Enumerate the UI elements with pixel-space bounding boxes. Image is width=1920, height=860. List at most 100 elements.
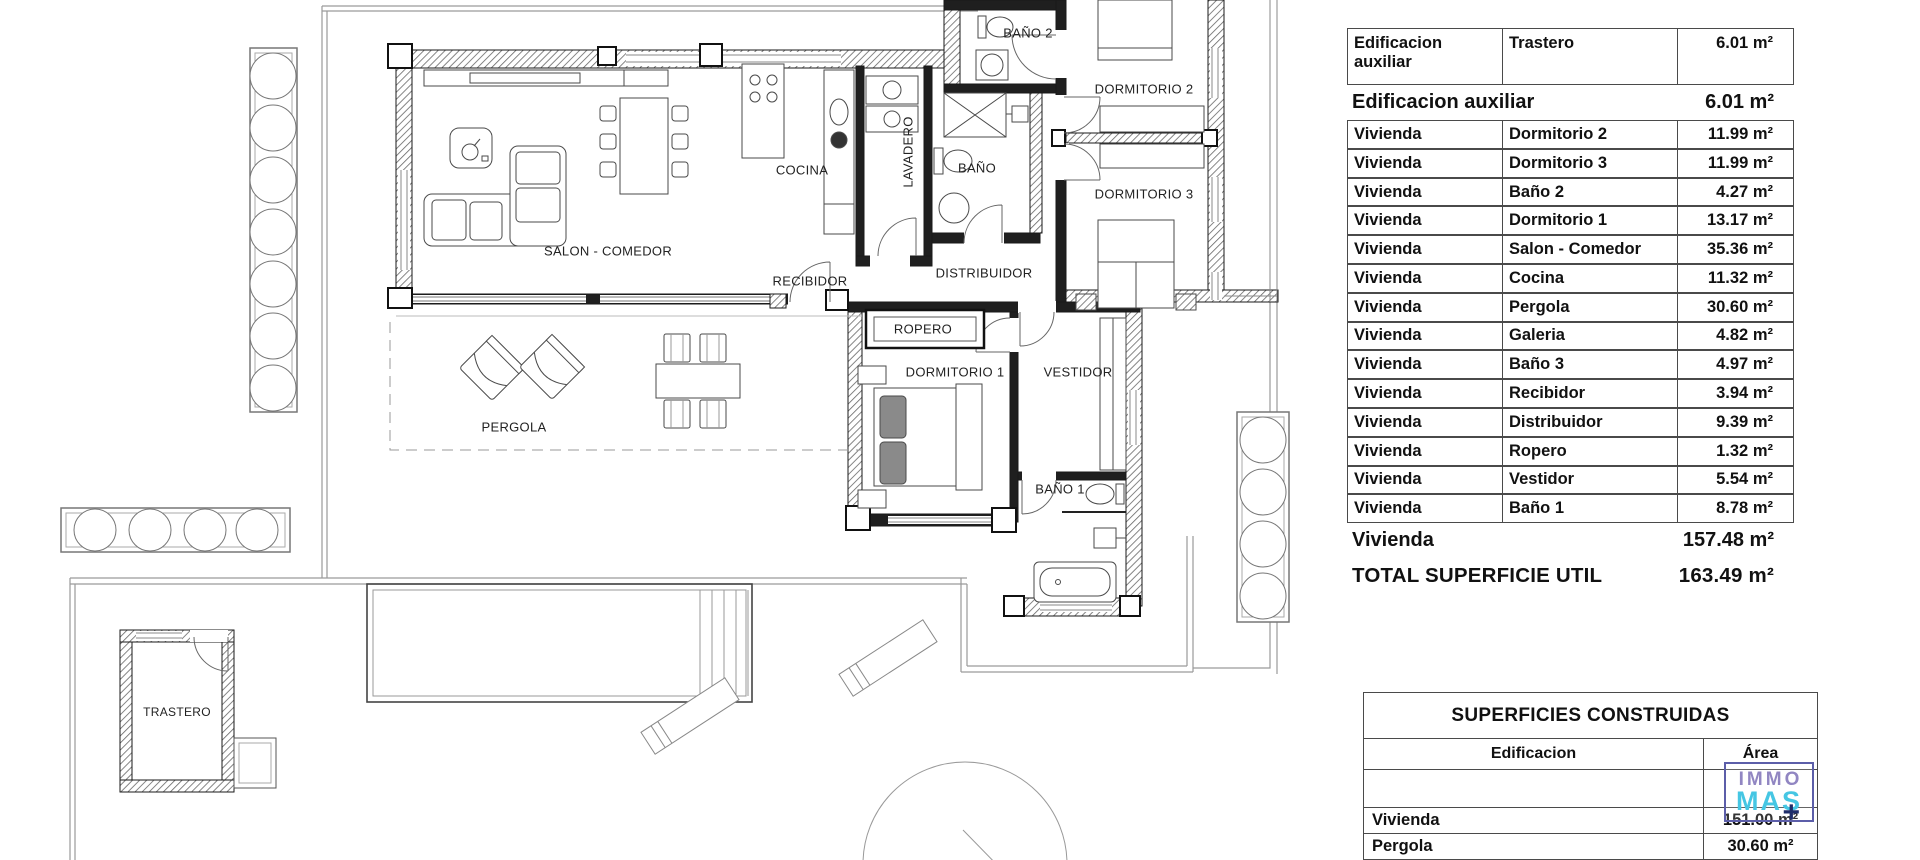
- areas-table-body: Vivienda Dormitorio 2 11.99 m² Vivienda …: [1347, 120, 1794, 524]
- built-table-header: Edificacion Área: [1364, 739, 1817, 770]
- built-table-body: Vivienda 151.00 m² Pergola 30.60 m²: [1364, 770, 1817, 860]
- bedroom2-furniture: [1097, 0, 1205, 169]
- logo-text-immo: IMMO: [1738, 768, 1803, 790]
- cell-room: Vestidor: [1503, 465, 1678, 495]
- cell-area: 30.60 m²: [1703, 834, 1817, 859]
- total-value: 163.49 m²: [1678, 563, 1774, 587]
- cell-area: 9.39 m²: [1678, 407, 1794, 437]
- summary-label: Edificacion auxiliar: [1352, 91, 1535, 113]
- cell-building: Vivienda: [1347, 436, 1503, 466]
- lavadero-fixtures: [865, 75, 919, 133]
- logo-text-mas: MAS: [1736, 785, 1802, 816]
- ropero-closet: [864, 308, 986, 350]
- room-label-salon-comedor: SALON - COMEDOR: [543, 243, 673, 259]
- cell-area: 11.99 m²: [1678, 148, 1794, 178]
- logo-plus-icon: +: [1782, 796, 1800, 829]
- table-row: Vivienda Ropero 1.32 m²: [1347, 436, 1794, 466]
- total-superficie-util: TOTAL SUPERFICIE UTIL 163.49 m²: [1347, 558, 1794, 593]
- room-label-dormitorio3: DORMITORIO 3: [1094, 186, 1194, 202]
- table-row: Vivienda Dormitorio 3 11.99 m²: [1347, 148, 1794, 178]
- cell-area: [1703, 770, 1817, 807]
- summary-value: 6.01 m²: [1705, 91, 1774, 113]
- cell-building: Vivienda: [1347, 494, 1503, 524]
- room-label-dormitorio2: DORMITORIO 2: [1094, 81, 1194, 97]
- cell-room: Pergola: [1503, 292, 1678, 322]
- bedroom3-furniture: [1075, 219, 1197, 311]
- immomas-logo: IMMO MAS +: [1724, 762, 1814, 828]
- cell-building: Vivienda: [1347, 407, 1503, 437]
- cell-building: Pergola: [1372, 837, 1433, 855]
- bathroom2-fixtures: [975, 15, 1014, 81]
- table-row: Vivienda Baño 1 8.78 m²: [1347, 494, 1794, 524]
- cell-room: Baño 3: [1503, 350, 1678, 380]
- kitchen-fixtures: [741, 63, 855, 235]
- cell-building: Vivienda: [1347, 292, 1503, 322]
- table-row: Pergola 30.60 m²: [1364, 834, 1817, 860]
- table-row: [1364, 770, 1817, 808]
- cell-area: 4.82 m²: [1678, 321, 1794, 351]
- cell-room: Dormitorio 3: [1503, 148, 1678, 178]
- table-row: Vivienda Baño 3 4.97 m²: [1347, 350, 1794, 380]
- cell-area: 11.32 m²: [1678, 263, 1794, 293]
- bathroom1-fixtures: [1033, 483, 1126, 603]
- summary-vivienda: Vivienda 157.48 m²: [1347, 523, 1794, 558]
- cell-building: Vivienda: [1347, 379, 1503, 408]
- room-label-bano: BAÑO: [957, 160, 997, 176]
- table-row: Vivienda Baño 2 4.27 m²: [1347, 177, 1794, 207]
- cell-building: Vivienda: [1347, 235, 1503, 264]
- built-table-title: SUPERFICIES CONSTRUIDAS: [1364, 693, 1817, 739]
- cell-building: Vivienda: [1347, 465, 1503, 495]
- table-row: Vivienda Distribuidor 9.39 m²: [1347, 407, 1794, 437]
- bedroom1-furniture: [857, 365, 983, 509]
- cell-room: Galeria: [1503, 321, 1678, 351]
- table-row: Vivienda Dormitorio 2 11.99 m²: [1347, 120, 1794, 149]
- useful-areas-table: Edificacion auxiliar Trastero 6.01 m² Ed…: [1347, 28, 1794, 593]
- cell-room: Baño 2: [1503, 177, 1678, 207]
- cell-room: Cocina: [1503, 263, 1678, 293]
- cell-area: 8.78 m²: [1678, 494, 1794, 524]
- cell-area: 6.01 m²: [1678, 28, 1794, 85]
- total-label: TOTAL SUPERFICIE UTIL: [1352, 563, 1603, 587]
- bathroom-fixtures: [933, 92, 1029, 224]
- tree-icon: [862, 761, 1068, 860]
- header-edificacion: Edificacion: [1490, 745, 1577, 762]
- cell-building: Vivienda: [1347, 263, 1503, 293]
- planter-left: [249, 47, 298, 413]
- cell-room: Baño 1: [1503, 494, 1678, 524]
- salon-furniture: [423, 69, 689, 247]
- summary-value: 157.48 m²: [1682, 529, 1774, 552]
- cell-room: Distribuidor: [1503, 407, 1678, 437]
- table-row: Vivienda Salon - Comedor 35.36 m²: [1347, 235, 1794, 264]
- room-label-recibidor: RECIBIDOR: [772, 273, 848, 289]
- pool: [366, 583, 753, 703]
- trastero-building: [119, 629, 277, 793]
- cell-area: 1.32 m²: [1678, 436, 1794, 466]
- sun-loungers: [640, 619, 938, 755]
- room-label-lavadero: LAVADERO: [900, 116, 916, 188]
- room-label-cocina: COCINA: [775, 162, 829, 178]
- table-row: Vivienda Vestidor 5.54 m²: [1347, 465, 1794, 495]
- cell-room: Ropero: [1503, 436, 1678, 466]
- cell-building: Vivienda: [1372, 811, 1440, 829]
- vestidor-furniture: [1099, 317, 1127, 471]
- table-row: Vivienda Recibidor 3.94 m²: [1347, 379, 1794, 408]
- cell-area: 4.27 m²: [1678, 177, 1794, 207]
- room-label-pergola: PERGOLA: [481, 419, 547, 435]
- room-label-bano1: BAÑO 1: [1035, 481, 1085, 497]
- summary-label: Vivienda: [1352, 529, 1434, 552]
- cell-area: 30.60 m²: [1678, 292, 1794, 322]
- cell-building: Vivienda: [1347, 321, 1503, 351]
- planter-bottom: [60, 507, 291, 553]
- summary-edificacion-auxiliar: Edificacion auxiliar 6.01 m²: [1347, 85, 1794, 120]
- cell-area: 4.97 m²: [1678, 350, 1794, 380]
- room-label-dormitorio1: DORMITORIO 1: [905, 364, 1005, 380]
- cell-area: 13.17 m²: [1678, 206, 1794, 236]
- room-label-trastero: TRASTERO: [143, 705, 211, 719]
- cell-room: Trastero: [1503, 28, 1678, 85]
- cell-area: 3.94 m²: [1678, 379, 1794, 408]
- cell-area: 11.99 m²: [1678, 120, 1794, 149]
- cell-building: Vivienda: [1347, 120, 1503, 149]
- table-row: Vivienda Galeria 4.82 m²: [1347, 321, 1794, 351]
- cell-building: Vivienda: [1347, 350, 1503, 380]
